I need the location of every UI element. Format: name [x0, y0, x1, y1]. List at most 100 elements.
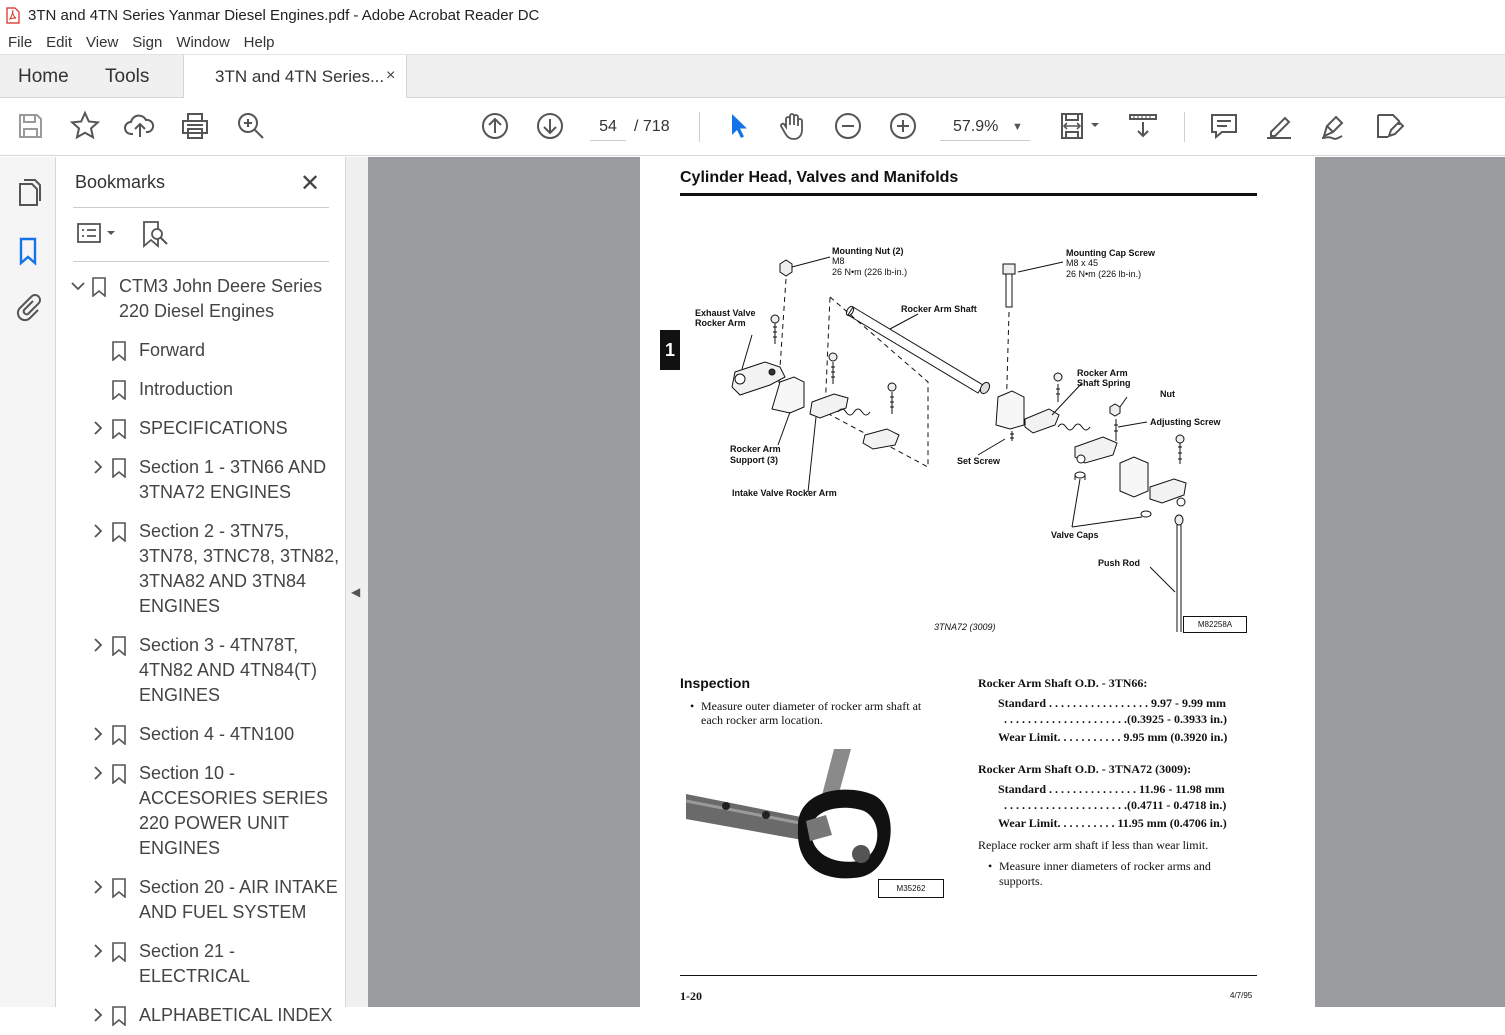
label-mounting-nut-torque: 26 N•m (226 lb-in.)	[832, 267, 908, 277]
bookmark-icon	[112, 522, 126, 543]
zoom-out-icon[interactable]	[832, 110, 864, 142]
page-total: / 718	[634, 118, 670, 135]
tab-tools[interactable]: Tools	[105, 66, 150, 87]
pdf-file-icon	[6, 6, 20, 24]
bookmark-label: SPECIFICATIONS	[139, 418, 288, 438]
bookmark-item[interactable]: Forward	[90, 338, 340, 363]
bookmark-icon	[92, 277, 106, 298]
select-cursor-icon[interactable]	[722, 110, 754, 142]
bookmark-item[interactable]: Section 2 - 3TN75,3TN78, 3TNC78, 3TN82,3…	[90, 519, 340, 619]
rocker-arm-exploded-diagram	[731, 256, 1187, 632]
chevron-right-icon[interactable]	[90, 519, 106, 551]
zoom-in-icon[interactable]	[887, 110, 919, 142]
hand-tool-icon[interactable]	[777, 110, 809, 142]
next-page-icon[interactable]	[534, 110, 566, 142]
chevron-right-icon[interactable]	[90, 633, 106, 665]
bookmark-item[interactable]: Section 1 - 3TN66 AND 3TNA72 ENGINES	[90, 455, 340, 505]
bookmark-item[interactable]: Section 21 -ELECTRICAL	[90, 939, 340, 989]
label-adjusting-screw: Adjusting Screw	[1150, 417, 1221, 427]
tab-home[interactable]: Home	[18, 66, 69, 87]
sign-pen-icon[interactable]	[1318, 110, 1350, 142]
attachments-paperclip-icon[interactable]	[12, 291, 44, 323]
label-valve-caps: Valve Caps	[1051, 530, 1099, 540]
bookmark-label: Section 21 -	[139, 941, 236, 961]
bookmark-item[interactable]: Section 3 - 4TN78T,4TN82 AND 4TN84(T)ENG…	[90, 633, 340, 708]
bookmark-item[interactable]: Introduction	[90, 377, 340, 402]
bookmark-icon	[112, 419, 126, 440]
tab-document[interactable]: 3TN and 4TN Series... ×	[183, 55, 407, 99]
previous-page-icon[interactable]	[479, 110, 511, 142]
bookmark-label: AND FUEL SYSTEM	[139, 902, 307, 922]
title-bar: 3TN and 4TN Series Yanmar Diesel Engines…	[0, 0, 1505, 30]
bookmark-label: 3TNA72 ENGINES	[139, 482, 292, 502]
star-icon[interactable]	[69, 110, 101, 142]
bookmark-label: 4TN82 AND 4TN84(T)	[139, 660, 318, 680]
panel-collapse-handle[interactable]: ◀	[346, 157, 368, 1007]
close-icon[interactable]: ✕	[300, 170, 321, 197]
bookmark-icon	[112, 380, 126, 401]
menu-file[interactable]: File	[8, 33, 33, 51]
micrometer-photo	[686, 749, 946, 899]
highlight-pen-icon[interactable]	[1263, 110, 1295, 142]
menu-edit[interactable]: Edit	[46, 33, 73, 51]
toolbar-separator	[1184, 112, 1185, 142]
document-viewer[interactable]: Cylinder Head, Valves and Manifolds 1	[368, 157, 1505, 1007]
chevron-right-icon[interactable]	[90, 416, 106, 448]
edit-pdf-icon[interactable]	[1373, 110, 1405, 142]
figure-reference: M82258A	[1183, 616, 1247, 633]
bookmark-icon	[112, 725, 126, 746]
bookmark-label: Introduction	[139, 379, 234, 399]
bookmark-label: 3TNA82 AND 3TN84	[139, 571, 307, 591]
zoom-level-select[interactable]: 57.9% ▼	[940, 113, 1030, 141]
navigation-rail	[0, 157, 56, 1007]
label-exhaust-valve: Exhaust Valve	[695, 308, 756, 318]
bookmark-icon	[112, 1006, 126, 1027]
bookmark-item[interactable]: Section 4 - 4TN100	[90, 722, 340, 747]
menu-window[interactable]: Window	[176, 33, 230, 51]
fit-page-icon[interactable]	[1057, 110, 1103, 142]
bookmark-label: CTM3 John Deere Series	[119, 276, 323, 296]
spec1-wear-limit: Wear Limit. . . . . . . . . . . 9.95 mm …	[998, 730, 1228, 744]
page-thumbnails-icon[interactable]	[12, 177, 44, 209]
window-title: 3TN and 4TN Series Yanmar Diesel Engines…	[28, 6, 540, 24]
menu-help[interactable]: Help	[243, 33, 275, 51]
divider	[73, 207, 329, 208]
label-rocker-arm-shaft: Rocker Arm Shaft	[901, 304, 977, 314]
chevron-right-icon[interactable]	[90, 761, 106, 793]
label-rocker-arm-support-1: Rocker Arm	[730, 444, 781, 454]
photo-reference: M35262	[878, 879, 944, 898]
bookmarks-panel-icon[interactable]	[12, 235, 44, 267]
bookmark-label: 220 POWER UNIT	[139, 813, 290, 833]
chevron-right-icon[interactable]	[90, 455, 106, 487]
comment-icon[interactable]	[1208, 110, 1240, 142]
tab-close-icon[interactable]: ×	[386, 67, 396, 84]
save-icon[interactable]	[14, 110, 46, 142]
label-mounting-nut-size: M8	[832, 256, 845, 266]
bookmark-options-icon[interactable]	[76, 219, 120, 249]
menu-sign[interactable]: Sign	[132, 33, 163, 51]
label-mounting-cap-screw-torque: 26 N•m (226 lb-in.)	[1066, 269, 1142, 279]
menu-view[interactable]: View	[86, 33, 119, 51]
bookmark-item[interactable]: SPECIFICATIONS	[90, 416, 340, 441]
page-number-input[interactable]: 54	[590, 113, 626, 141]
scroll-mode-icon[interactable]	[1127, 110, 1159, 142]
spec2-wear-limit: Wear Limit. . . . . . . . . . 11.95 mm (…	[998, 816, 1227, 830]
divider	[73, 261, 329, 262]
upload-cloud-icon[interactable]	[124, 110, 156, 142]
chevron-down-icon[interactable]	[70, 274, 86, 306]
chevron-right-icon[interactable]	[90, 722, 106, 754]
print-icon[interactable]	[179, 110, 211, 142]
find-bookmark-icon[interactable]	[140, 219, 170, 249]
page-footer-date: 4/7/95	[1230, 991, 1253, 1000]
search-icon[interactable]	[235, 110, 267, 142]
chevron-right-icon[interactable]	[90, 875, 106, 907]
chevron-right-icon[interactable]	[90, 939, 106, 971]
bookmark-label: Section 1 - 3TN66 AND	[139, 457, 327, 477]
spec1-standard: Standard . . . . . . . . . . . . . . . .…	[998, 696, 1227, 710]
zoom-level-value: 57.9%	[953, 118, 999, 135]
chevron-right-icon[interactable]	[90, 1003, 106, 1035]
